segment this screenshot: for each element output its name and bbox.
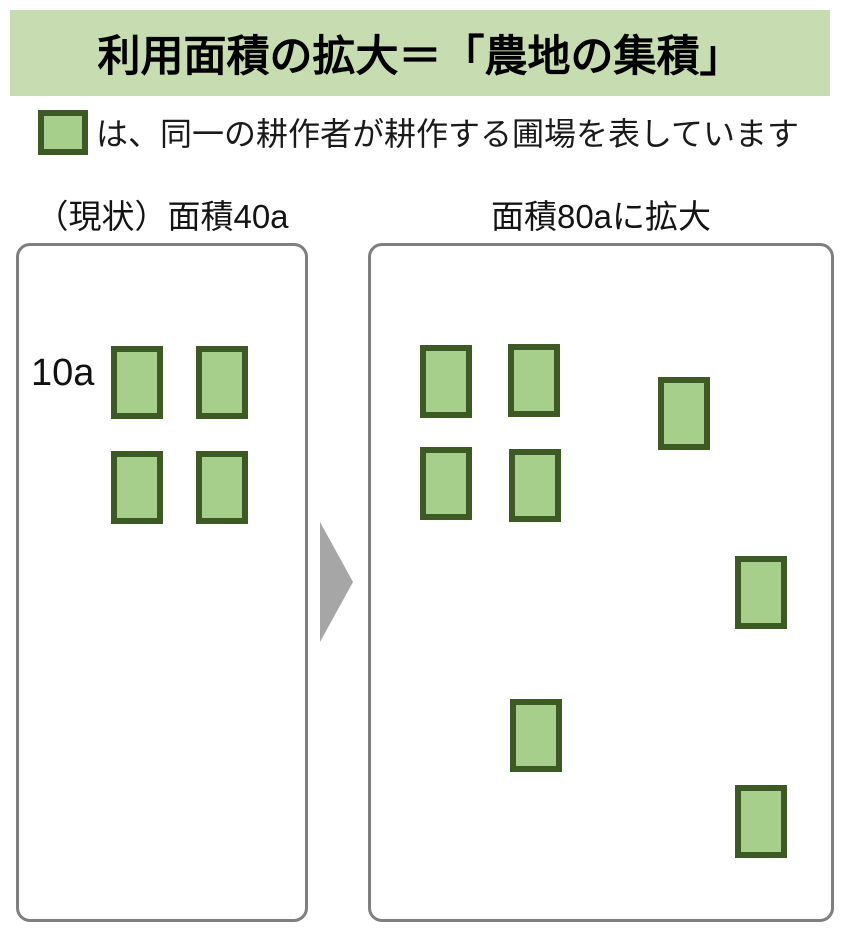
expanded-area-panel xyxy=(368,243,834,922)
current-state-panel: 10a xyxy=(16,243,308,922)
header-banner: 利用面積の拡大＝「農地の集積」 xyxy=(10,10,830,96)
field-plot xyxy=(508,344,560,417)
legend: は、同一の耕作者が耕作する圃場を表しています xyxy=(38,106,799,158)
field-plot xyxy=(658,377,710,450)
right-panel-title: 面積80aに拡大 xyxy=(490,198,712,235)
field-plot xyxy=(735,785,787,858)
left-panel-title: （現状）面積40a xyxy=(35,198,289,235)
field-plot xyxy=(420,447,472,520)
field-plot xyxy=(509,449,561,522)
field-plot xyxy=(111,346,163,419)
field-plot-swatch-icon xyxy=(38,109,88,155)
field-plot xyxy=(196,451,248,524)
page-title: 利用面積の拡大＝「農地の集積」 xyxy=(97,33,743,81)
field-plot xyxy=(111,451,163,524)
field-plot xyxy=(735,556,787,629)
right-arrow-icon xyxy=(320,522,353,642)
field-plot xyxy=(196,346,248,419)
legend-text: は、同一の耕作者が耕作する圃場を表しています xyxy=(96,116,800,152)
field-plot xyxy=(510,699,562,772)
field-plot xyxy=(420,345,472,418)
area-label-10a: 10a xyxy=(31,352,95,394)
